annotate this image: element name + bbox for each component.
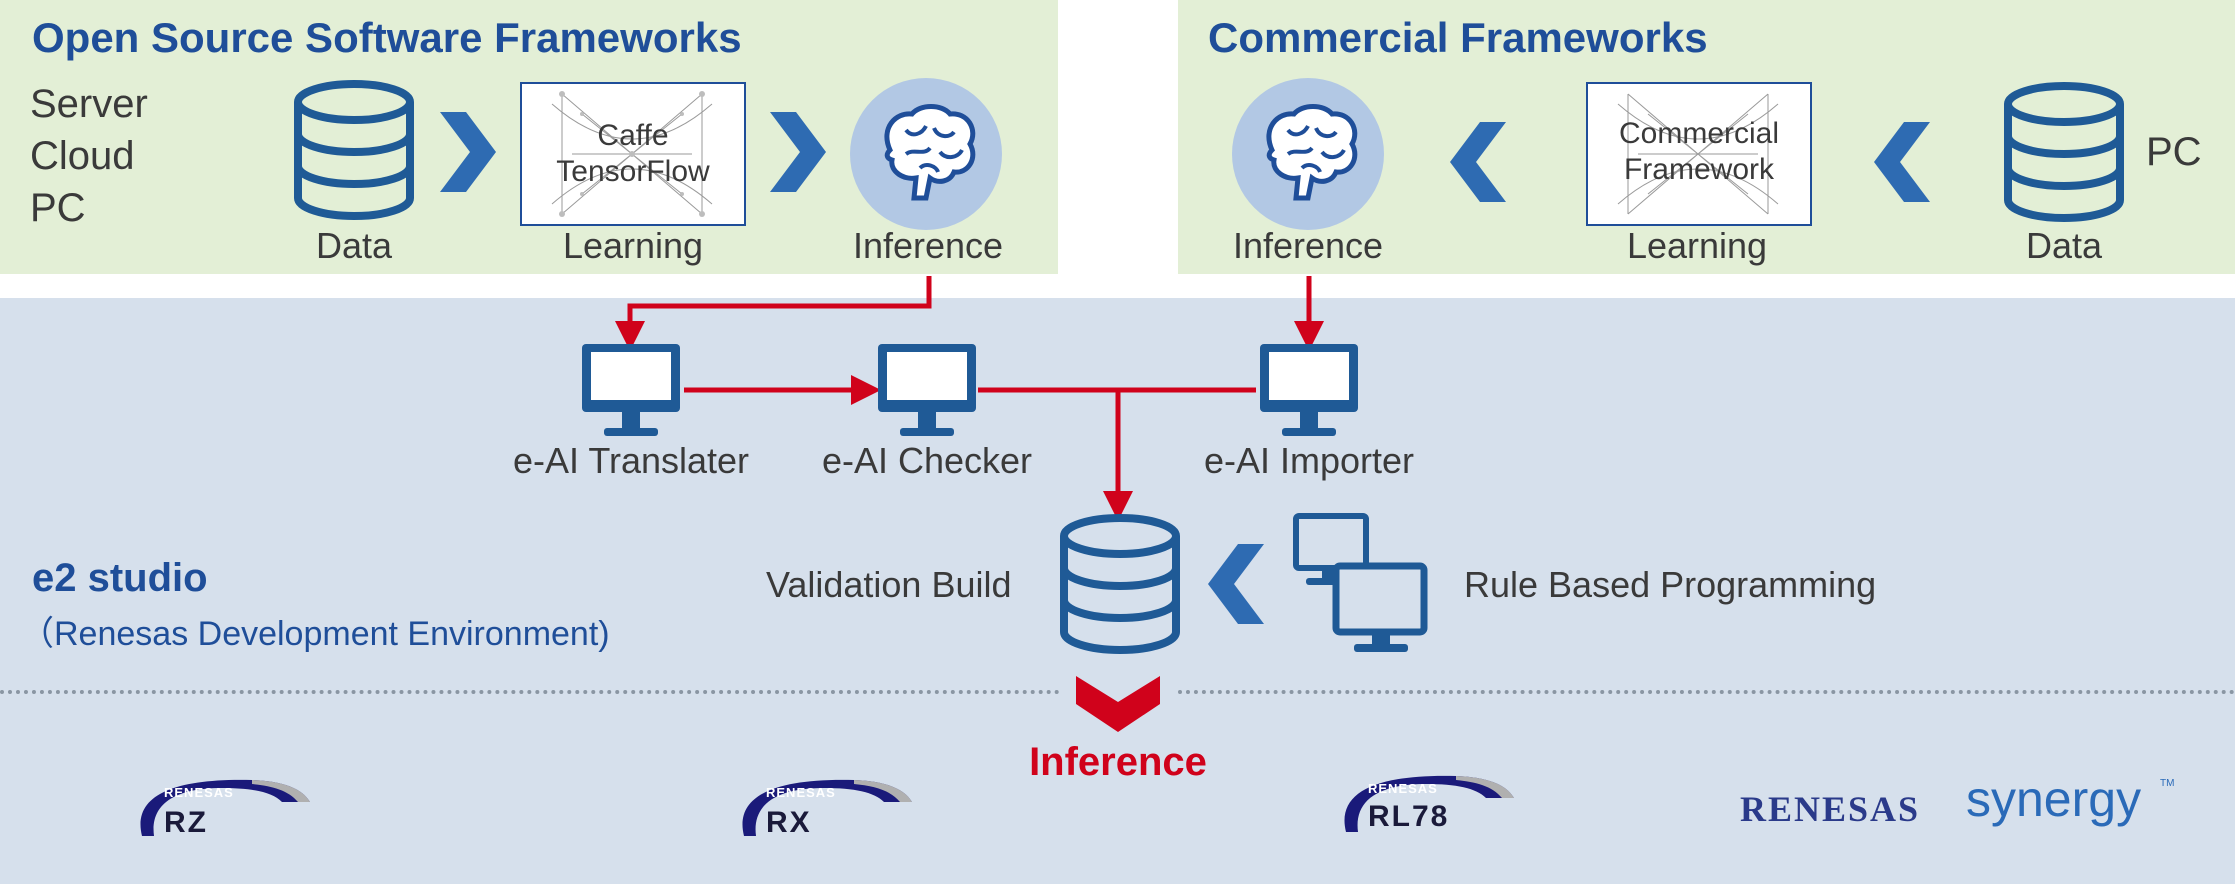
logo-rl78-name: RL78 xyxy=(1368,800,1450,833)
com-learning-box: Commercial Framework xyxy=(1586,82,1812,226)
renesas-swoosh-icon xyxy=(742,779,912,836)
inference-output-label: Inference xyxy=(1029,740,1207,784)
network-graph-icon xyxy=(551,91,713,217)
framework-tensorflow: TensorFlow xyxy=(556,155,710,188)
multi-monitor-icon xyxy=(1293,513,1428,652)
renesas-swoosh-icon xyxy=(140,779,310,836)
logo-rl78-brand: RENESAS xyxy=(1368,781,1438,796)
translater-label: e-AI Translater xyxy=(512,440,750,481)
e2studio-title: e2 studio xyxy=(32,556,208,600)
com-learning-label: Learning xyxy=(1626,225,1768,266)
os-data-label: Data xyxy=(315,225,393,266)
rule-based-label: Rule Based Programming xyxy=(1464,564,1877,605)
target-pc: PC xyxy=(30,186,86,230)
logo-rx-brand: RENESAS xyxy=(766,785,836,800)
target-server: Server xyxy=(30,82,148,126)
chevron-left-icon xyxy=(1450,122,1506,202)
chevron-left-icon xyxy=(1874,122,1930,202)
checker-label: e-AI Checker xyxy=(821,440,1033,481)
chevron-right-icon xyxy=(440,112,496,192)
framework-commercial: Commercial xyxy=(1618,117,1780,150)
logo-rl78: RENESAS RL78 xyxy=(1336,772,1516,838)
chevron-left-icon xyxy=(1208,544,1264,624)
monitor-icon xyxy=(878,344,976,436)
brain-icon xyxy=(1232,78,1384,230)
database-icon xyxy=(294,80,414,220)
com-framework-text: Commercial Framework xyxy=(1588,116,1810,188)
separator-left xyxy=(0,690,1060,694)
logo-rz-name: RZ xyxy=(164,806,208,839)
target-list: Server Cloud PC xyxy=(30,78,148,234)
validation-build-label: Validation Build xyxy=(766,564,1012,605)
com-data-label: Data xyxy=(2025,225,2103,266)
monitor-icon xyxy=(582,344,680,436)
chevron-down-icon xyxy=(1076,676,1160,732)
os-inference-label: Inference xyxy=(852,225,1004,266)
logo-synergy-name: synergy xyxy=(1966,771,2142,827)
logo-rx-name: RX xyxy=(766,806,812,839)
commercial-title: Commercial Frameworks xyxy=(1208,14,1708,61)
database-icon xyxy=(2004,82,2124,222)
renesas-swoosh-icon xyxy=(1344,775,1514,832)
logo-rz-brand: RENESAS xyxy=(164,785,234,800)
logo-rx: RENESAS RX xyxy=(734,776,914,842)
e2studio-subtitle: （Renesas Development Environment) xyxy=(20,615,610,653)
os-learning-box: Caffe TensorFlow xyxy=(520,82,746,226)
target-cloud: Cloud xyxy=(30,134,135,178)
chevron-right-icon xyxy=(770,112,826,192)
monitor-icon xyxy=(1260,344,1358,436)
logo-synergy-brand: RENESAS xyxy=(1740,789,1921,829)
os-framework-text: Caffe TensorFlow xyxy=(522,118,744,190)
separator-right xyxy=(1178,690,2235,694)
logo-synergy-tm: TM xyxy=(2160,778,2175,789)
brain-icon xyxy=(850,78,1002,230)
com-inference-label: Inference xyxy=(1232,225,1384,266)
importer-label: e-AI Importer xyxy=(1203,440,1415,481)
os-learning-label: Learning xyxy=(562,225,704,266)
framework-framework: Framework xyxy=(1623,153,1774,186)
framework-caffe: Caffe xyxy=(597,119,669,152)
com-target-pc: PC xyxy=(2146,130,2202,174)
network-graph-icon xyxy=(1617,93,1779,215)
database-icon xyxy=(1060,514,1180,654)
open-source-title: Open Source Software Frameworks xyxy=(32,14,742,61)
logo-synergy: RENESAS synergy TM xyxy=(1740,756,2180,846)
logo-rz: RENESAS RZ xyxy=(132,776,312,842)
